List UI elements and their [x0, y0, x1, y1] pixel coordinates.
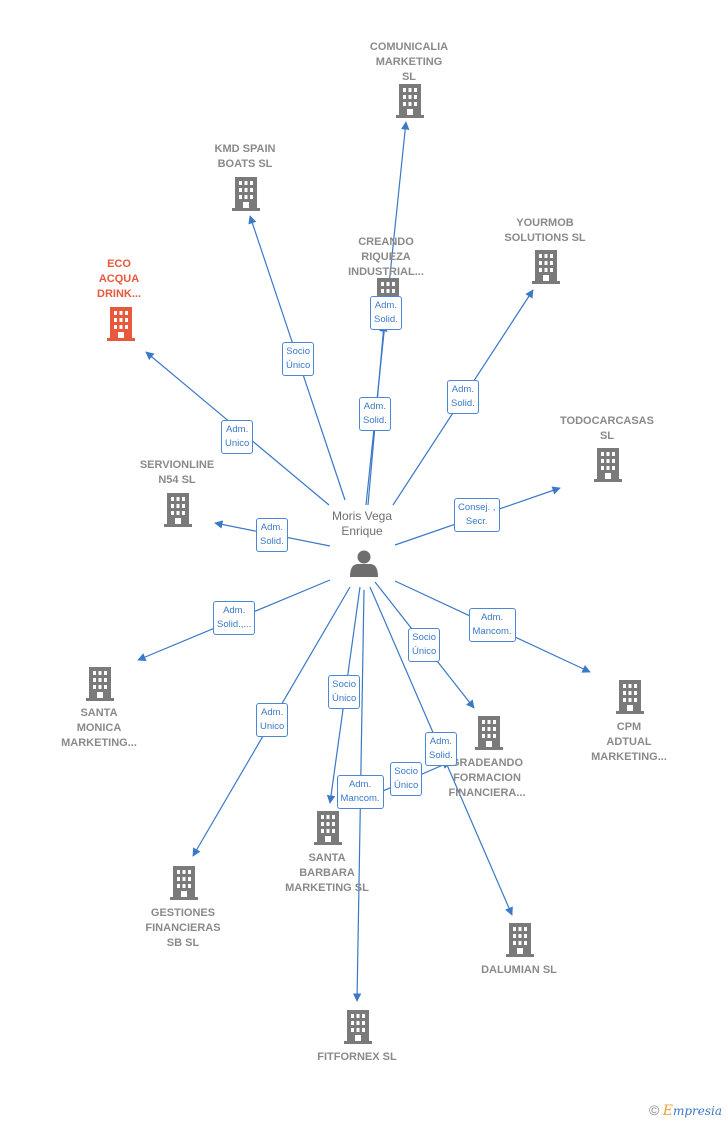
brand-name: mpresia [672, 1104, 722, 1118]
role-badge-yourmob: Adm. Solid. [447, 380, 479, 414]
person-name[interactable]: Moris Vega Enrique [331, 509, 393, 538]
company-label-santamonica[interactable]: SANTA MONICA MARKETING... [61, 707, 137, 749]
building-icon-fitfornex[interactable] [344, 1010, 372, 1044]
company-label-yourmob[interactable]: YOURMOB SOLUTIONS SL [504, 217, 586, 244]
brand-initial: E [662, 1103, 673, 1119]
role-badge-todocarcasas: Consej. , Secr. [454, 498, 500, 532]
building-icon-comunicalia[interactable] [396, 84, 424, 118]
building-icon-yourmob[interactable] [532, 250, 560, 284]
role-badge-eco: Adm. Unico [221, 420, 254, 454]
company-label-fitfornex[interactable]: FITFORNEX SL [317, 1051, 397, 1063]
role-badge-dalumian: Adm. Solid. [425, 732, 457, 766]
building-icon-servionline[interactable] [164, 493, 192, 527]
company-label-comunicalia[interactable]: COMUNICALIA MARKETING SL [369, 41, 449, 83]
company-label-kmd[interactable]: KMD SPAIN BOATS SL [214, 143, 276, 170]
building-icon-cpm[interactable] [616, 680, 644, 714]
building-icon-santamonica[interactable] [86, 667, 114, 701]
company-label-cpm[interactable]: CPM ADTUAL MARKETING... [591, 721, 667, 763]
building-icon-gradeando[interactable] [475, 716, 503, 750]
building-icon-dalumian[interactable] [506, 923, 534, 957]
role-badge-fitfornex: Adm. Mancom. [336, 775, 384, 809]
building-icon-santabarbara[interactable] [314, 811, 342, 845]
role-badge-comunicalia: Adm. Solid. [370, 296, 402, 330]
company-label-gestiones[interactable]: GESTIONES FINANCIERAS SB SL [145, 907, 221, 949]
footer-brand: © Empresia [649, 1102, 722, 1119]
person-icon[interactable] [350, 550, 378, 578]
building-icon-eco[interactable] [107, 307, 135, 341]
company-label-creando[interactable]: CREANDO RIQUEZA INDUSTRIAL... [348, 236, 424, 278]
role-badge-fitfornex: Socio Único [390, 762, 423, 796]
company-label-servionline[interactable]: SERVIONLINE N54 SL [139, 459, 215, 486]
role-badge-santamonica: Adm. Solid.,... [213, 601, 256, 635]
building-icon-kmd[interactable] [232, 177, 260, 211]
role-badge-gestiones: Adm. Unico [256, 703, 289, 737]
company-label-santabarbara[interactable]: SANTA BARBARA MARKETING SL [285, 852, 369, 894]
role-badge-santabarbara: Socio Único [328, 675, 361, 709]
company-label-gradeando[interactable]: GRADEANDO FORMACION FINANCIERA... [448, 757, 526, 799]
role-badge-servionline: Adm. Solid. [256, 518, 288, 552]
role-badge-cpm: Adm. Mancom. [468, 608, 516, 642]
role-badge-creando: Adm. Solid. [359, 397, 391, 431]
role-badge-kmd: Socio Único [282, 342, 315, 376]
building-icon-gestiones[interactable] [170, 866, 198, 900]
company-label-todocarcasas[interactable]: TODOCARCASAS SL [560, 415, 654, 442]
role-badge-gradeando: Socio Único [408, 628, 441, 662]
building-icon-todocarcasas[interactable] [594, 448, 622, 482]
copyright-symbol: © [649, 1102, 660, 1118]
company-label-eco[interactable]: ECO ACQUA DRINK... [97, 258, 141, 300]
company-label-dalumian[interactable]: DALUMIAN SL [481, 964, 557, 976]
